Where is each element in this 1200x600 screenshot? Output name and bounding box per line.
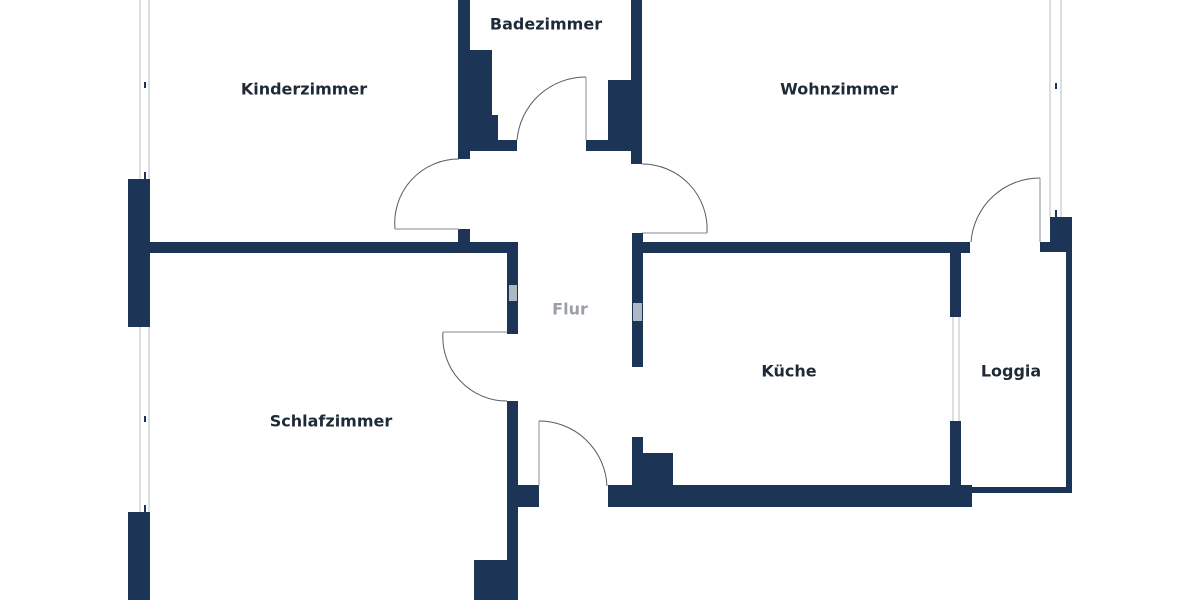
wall-loggia (1066, 243, 1072, 493)
room-label-badezimmer: Badezimmer (489, 14, 603, 34)
entrance-door[interactable] (538, 420, 608, 487)
wall-kinder-schlaf (150, 242, 468, 253)
wall-kinder-bad (458, 0, 470, 159)
wall-kueche-bottom (608, 485, 972, 507)
room-label-loggia: Loggia (980, 361, 1042, 381)
room-label-wohnzimmer: Wohnzimmer (780, 79, 898, 99)
wall-wohn-kueche (632, 233, 643, 367)
left-exterior-wall (128, 0, 150, 600)
schlafzimmer-door[interactable] (442, 331, 508, 402)
loggia-door[interactable] (970, 177, 1041, 243)
wall-bad-wohn (631, 0, 642, 164)
bathroom-door[interactable] (516, 76, 587, 141)
room-label-schlafzimmer: Schlafzimmer (269, 411, 393, 431)
kinderzimmer-door[interactable] (394, 158, 460, 230)
room-label-kinderzimmer: Kinderzimmer (240, 79, 368, 99)
room-label-kueche: Küche (761, 361, 817, 381)
wohnzimmer-window (1049, 0, 1062, 218)
wall-kueche-loggia (950, 253, 961, 317)
wohnzimmer-door[interactable] (641, 163, 708, 234)
room-label-flur: Flur (552, 299, 588, 319)
